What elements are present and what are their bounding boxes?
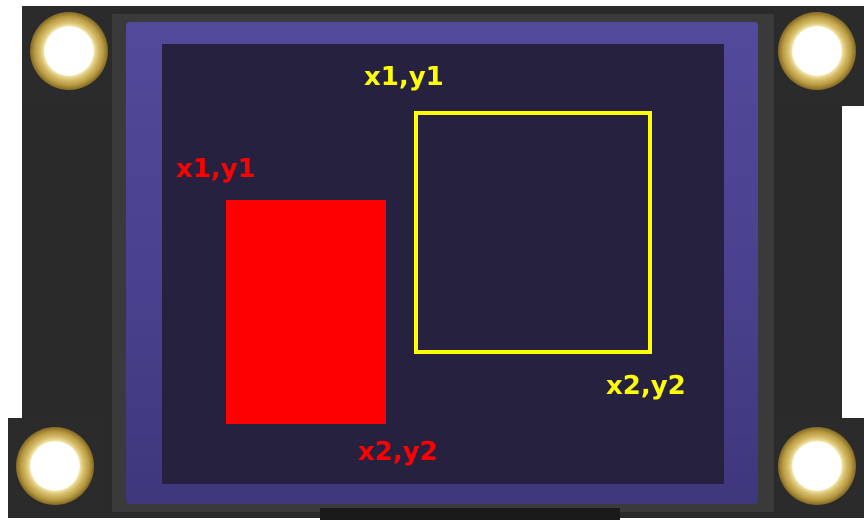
outline-rect-start-label: x1,y1 [364, 62, 444, 92]
outline-rect-end-label: x2,y2 [606, 371, 686, 401]
mounting-hole-bottom-right [778, 427, 856, 505]
mounting-hole-top-right [778, 12, 856, 90]
filled-rect-end-label: x2,y2 [358, 437, 438, 467]
mounting-hole-top-left [30, 12, 108, 90]
flex-connector [320, 508, 620, 520]
mounting-hole-bottom-left [16, 427, 94, 505]
outline-rectangle [414, 111, 652, 354]
filled-rectangle [226, 200, 386, 424]
filled-rect-start-label: x1,y1 [176, 154, 256, 184]
